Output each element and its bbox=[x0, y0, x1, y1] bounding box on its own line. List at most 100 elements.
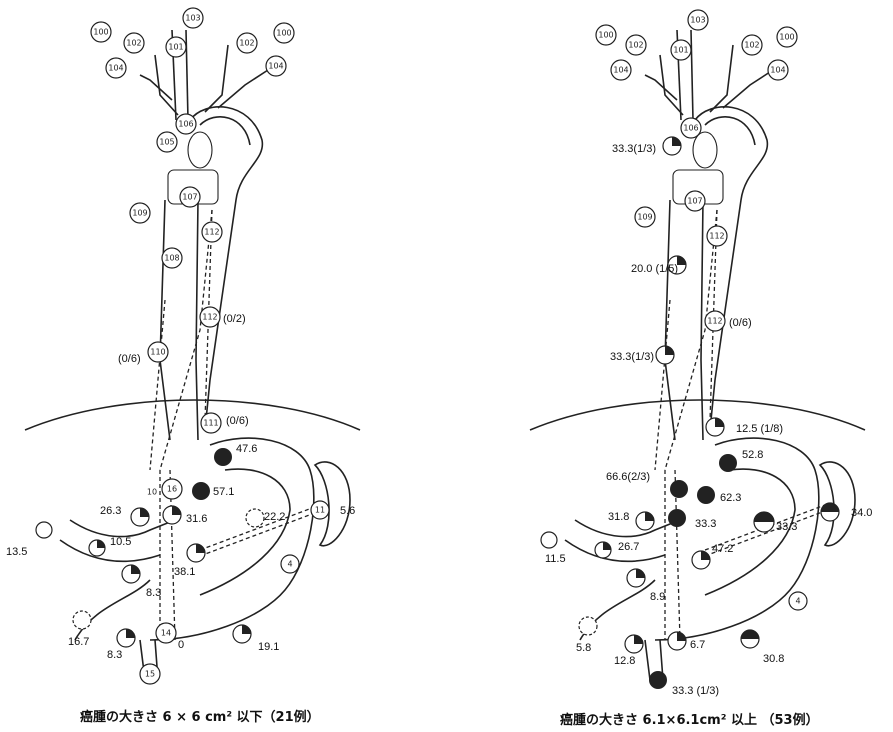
node-4: 4 bbox=[789, 592, 807, 610]
esophagus-left bbox=[160, 200, 170, 440]
value-label: 62.3 bbox=[720, 492, 741, 504]
node-102a: 102 bbox=[124, 33, 144, 53]
value-label: 47.2 bbox=[712, 543, 733, 555]
left-caption: 癌腫の大きさ 6 × 6 cm² 以下（21例） bbox=[80, 709, 320, 725]
svg-text:106: 106 bbox=[683, 124, 698, 133]
node-filled bbox=[214, 448, 232, 466]
value-label: 11.5 bbox=[545, 553, 566, 565]
node-partial-fill bbox=[677, 632, 686, 641]
node-108: 108 bbox=[162, 248, 182, 268]
right-caption: 癌腫の大きさ 6.1×6.1cm² 以上 （53例） bbox=[560, 712, 819, 728]
value-label: 66.6(2/3) bbox=[606, 471, 650, 483]
svg-text:103: 103 bbox=[690, 16, 705, 25]
trachea-ring bbox=[188, 132, 212, 168]
node-10: 10 bbox=[147, 488, 157, 497]
value-label: 33.3 bbox=[695, 518, 716, 530]
node-filled bbox=[697, 486, 715, 504]
node-100a: 100 bbox=[91, 22, 111, 42]
node-partial-fill bbox=[821, 503, 839, 512]
value-label: 33.3(1/3) bbox=[612, 143, 656, 155]
node-102b: 102 bbox=[742, 35, 762, 55]
value-label: 30.8 bbox=[763, 653, 784, 665]
node-109: 109 bbox=[635, 207, 655, 227]
node-112a: 112 bbox=[707, 226, 727, 246]
value-label: 16.7 bbox=[68, 636, 89, 648]
value-label: 26.7 bbox=[618, 541, 639, 553]
node-100a: 100 bbox=[596, 25, 616, 45]
node-15: 15 bbox=[140, 664, 160, 684]
node-partial-fill bbox=[196, 544, 205, 553]
node-101: 101 bbox=[166, 37, 186, 57]
node-104a: 104 bbox=[611, 60, 631, 80]
node-dashed bbox=[73, 611, 91, 629]
svg-text:112: 112 bbox=[204, 228, 219, 237]
aorta bbox=[190, 107, 262, 430]
node-partial-fill bbox=[97, 540, 105, 548]
left-subclavian bbox=[140, 75, 172, 100]
node-105: 105 bbox=[157, 132, 177, 152]
svg-text:15: 15 bbox=[145, 670, 155, 679]
node-partial-fill bbox=[140, 508, 149, 517]
svg-text:14: 14 bbox=[161, 629, 171, 638]
node-16: 16 bbox=[162, 479, 182, 499]
right-diagram: 100 102 101 103 104 102 100 104 106 107 … bbox=[530, 10, 872, 728]
node-dashed bbox=[246, 509, 264, 527]
node-partial-fill bbox=[636, 569, 645, 578]
node-104b: 104 bbox=[266, 56, 286, 76]
node-112a: 112 bbox=[202, 222, 222, 242]
node-104a: 104 bbox=[106, 58, 126, 78]
value-label: (0/6) bbox=[729, 317, 752, 329]
svg-text:103: 103 bbox=[185, 14, 200, 23]
esophagus-left bbox=[665, 200, 675, 440]
node-partial-fill bbox=[665, 346, 674, 355]
hepatic-artery bbox=[70, 520, 175, 537]
svg-text:4: 4 bbox=[795, 597, 800, 606]
node-110: 110 bbox=[148, 342, 168, 362]
left-subclavian bbox=[645, 75, 677, 100]
value-label: 33.3(1/3) bbox=[610, 351, 654, 363]
value-label: 33.3 (1/3) bbox=[672, 685, 719, 697]
node-106: 106 bbox=[176, 114, 196, 134]
svg-text:4: 4 bbox=[287, 560, 292, 569]
node-partial-fill bbox=[677, 256, 686, 265]
svg-text:102: 102 bbox=[744, 41, 759, 50]
value-label: 8.3 bbox=[146, 587, 161, 599]
svg-text:108: 108 bbox=[164, 254, 179, 263]
value-label: 31.8 bbox=[608, 511, 629, 523]
node-partial-fill bbox=[715, 418, 724, 427]
node-partial-fill bbox=[242, 625, 251, 634]
value-label: 0 bbox=[178, 639, 184, 651]
svg-text:102: 102 bbox=[126, 39, 141, 48]
svg-text:101: 101 bbox=[673, 46, 688, 55]
aortic-arch-inner bbox=[200, 117, 250, 145]
value-label: 8.9 bbox=[650, 591, 665, 603]
svg-text:105: 105 bbox=[159, 138, 174, 147]
node-partial-fill bbox=[603, 542, 611, 550]
aortic-arch-inner bbox=[705, 117, 755, 145]
value-label: 52.8 bbox=[742, 449, 763, 461]
value-label: 12.5 (1/8) bbox=[736, 423, 783, 435]
node-filled bbox=[668, 509, 686, 527]
value-label: 31.6 bbox=[186, 513, 207, 525]
value-label: 12.8 bbox=[614, 655, 635, 667]
svg-text:11: 11 bbox=[315, 506, 325, 515]
diaphragm bbox=[25, 400, 360, 430]
value-label: 8.3 bbox=[107, 649, 122, 661]
node-102a: 102 bbox=[626, 35, 646, 55]
value-label: (0/6) bbox=[226, 415, 249, 427]
duodenum bbox=[75, 580, 150, 640]
svg-text:109: 109 bbox=[132, 209, 147, 218]
node-112b: 112 bbox=[200, 307, 220, 327]
diaphragm bbox=[530, 400, 865, 430]
node-partial-fill bbox=[754, 512, 774, 522]
node-partial-fill bbox=[645, 512, 654, 521]
svg-text:100: 100 bbox=[598, 31, 613, 40]
node-111: 111 bbox=[201, 413, 221, 433]
svg-text:100: 100 bbox=[779, 33, 794, 42]
node-107: 107 bbox=[180, 187, 200, 207]
node-partial-fill bbox=[741, 630, 759, 639]
node-101: 101 bbox=[671, 40, 691, 60]
value-label: 5.6 bbox=[340, 505, 355, 517]
svg-text:107: 107 bbox=[182, 193, 197, 202]
